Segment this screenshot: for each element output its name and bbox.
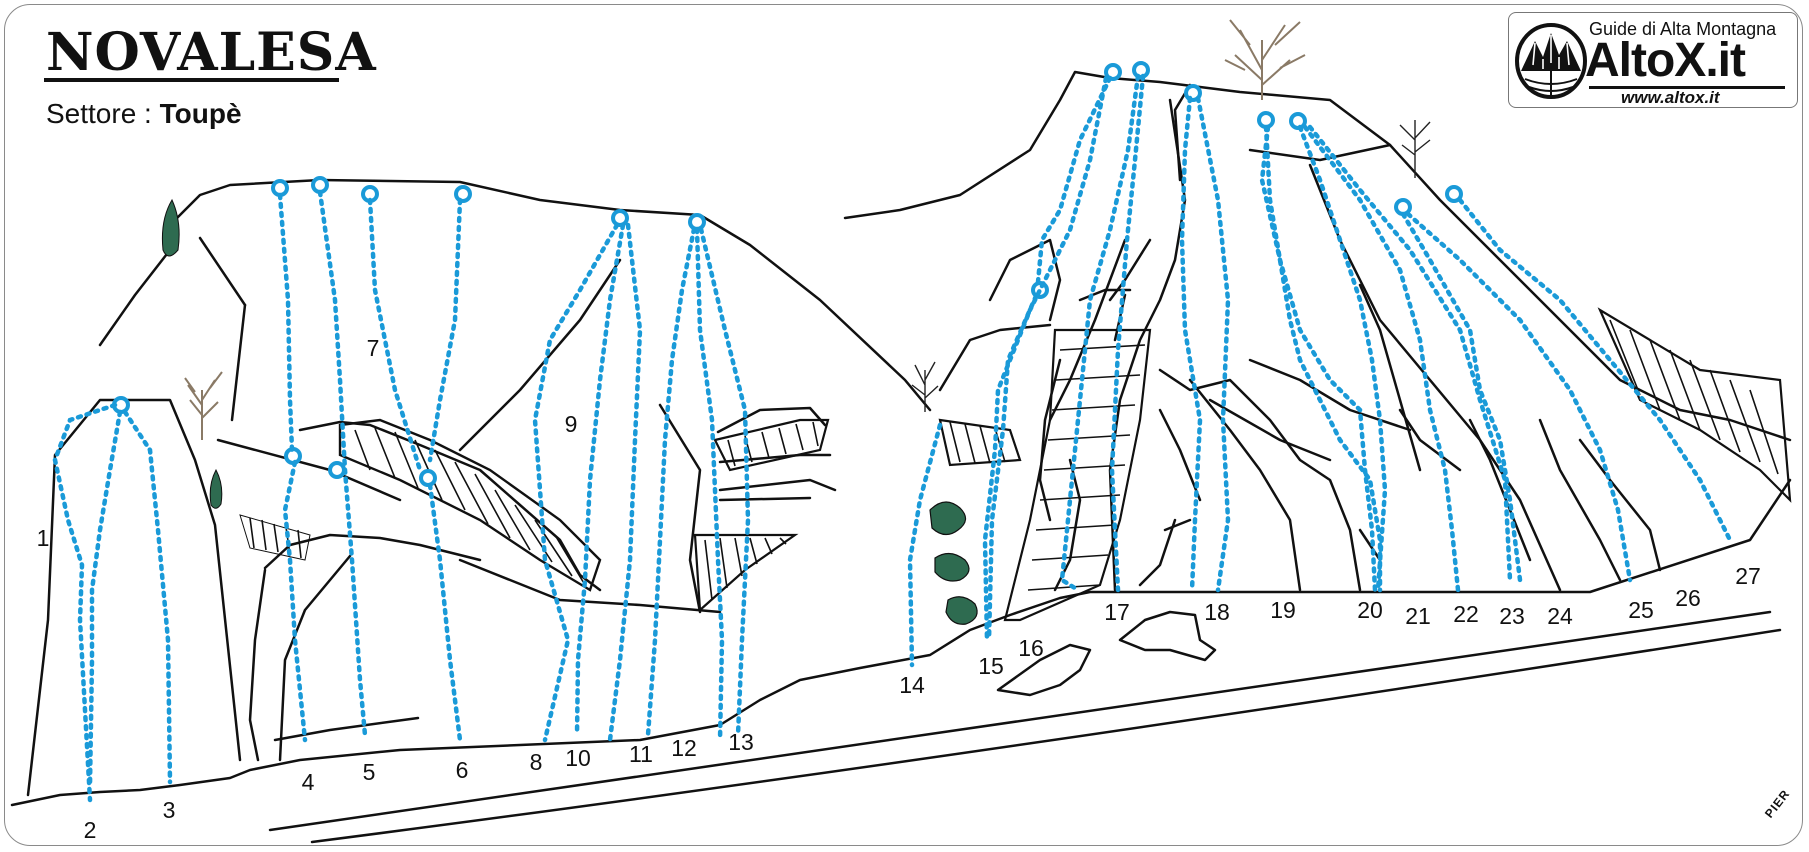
route-number[interactable]: 6 (456, 757, 469, 783)
route-number[interactable]: 14 (899, 672, 925, 698)
route-number[interactable]: 19 (1270, 597, 1296, 623)
bare-tree-icon (184, 371, 223, 440)
title-underline (44, 78, 339, 82)
mountain-globe-icon (1515, 23, 1587, 99)
tree-icons (161, 19, 1431, 625)
altox-logo[interactable]: Guide di Alta Montagna AltoX.it www.alto… (1508, 12, 1798, 108)
route-number[interactable]: 8 (530, 749, 543, 775)
map-frame (4, 4, 1803, 846)
sector-subtitle: Settore : Toupè (46, 98, 242, 130)
route-number[interactable]: 22 (1453, 601, 1479, 627)
cypress-tree-icon (209, 468, 223, 509)
hatched-slabs (239, 307, 1792, 622)
route-number[interactable]: 1 (37, 525, 50, 551)
route-number[interactable]: 25 (1628, 597, 1654, 623)
route-number[interactable]: 18 (1204, 599, 1230, 625)
route-number[interactable]: 13 (728, 729, 754, 755)
route-number[interactable]: 4 (302, 769, 315, 795)
sector-label-9: 9 (565, 411, 578, 437)
route-number[interactable]: 17 (1104, 599, 1130, 625)
route-numbers: 1 2 3 4 5 6 8 10 11 12 13 14 15 16 17 18… (37, 525, 1761, 843)
route-number[interactable]: 27 (1735, 563, 1761, 589)
logo-divider (1589, 86, 1785, 89)
logo-url-link[interactable]: www.altox.it (1621, 88, 1720, 107)
logo-brand: AltoX.it (1585, 34, 1746, 87)
route-number[interactable]: 3 (163, 797, 176, 823)
page-title: NOVALESA (46, 22, 377, 83)
route-number[interactable]: 26 (1675, 585, 1701, 611)
route-number[interactable]: 10 (565, 745, 591, 771)
route-number[interactable]: 23 (1499, 603, 1525, 629)
route-number[interactable]: 16 (1018, 635, 1044, 661)
route-number[interactable]: 21 (1405, 603, 1431, 629)
logo-tagline: Guide di Alta Montagna (1589, 19, 1777, 39)
sector-label-7: 7 (367, 335, 380, 361)
route-number[interactable]: 5 (363, 759, 376, 785)
cypress-tree-icon (161, 198, 180, 257)
route-number[interactable]: 24 (1547, 603, 1573, 629)
route-number[interactable]: 12 (671, 735, 697, 761)
route-number[interactable]: 11 (629, 741, 653, 767)
route-number[interactable]: 20 (1357, 597, 1383, 623)
sector-label: Settore : (46, 98, 152, 129)
bush-icon (929, 501, 978, 625)
route-number[interactable]: 2 (84, 817, 97, 843)
route-number[interactable]: 15 (978, 653, 1004, 679)
route-lines (52, 73, 1733, 803)
sector-name: Toupè (159, 98, 242, 129)
bare-tree-icon (1224, 19, 1306, 100)
bare-tree-icon (911, 361, 939, 412)
bare-tree-icon (1399, 120, 1431, 178)
rock-outlines (10, 70, 1792, 844)
